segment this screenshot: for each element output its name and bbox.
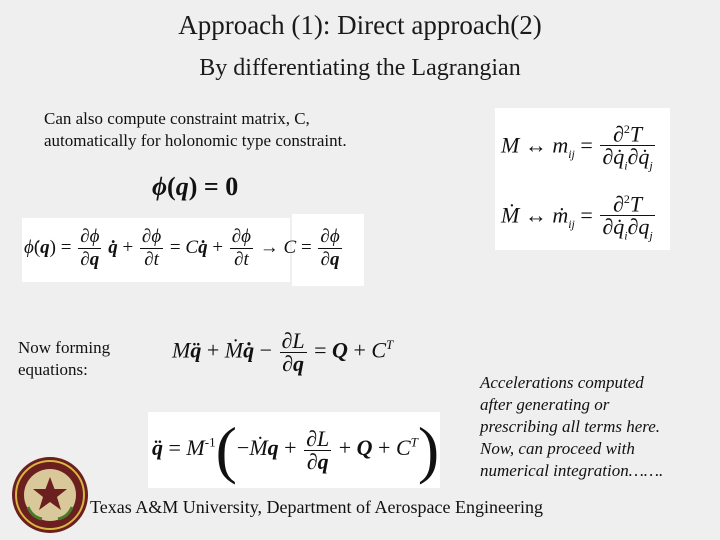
constraint-matrix-box <box>292 214 364 286</box>
forming-line: equations: <box>18 360 88 379</box>
intro-line: Can also compute constraint matrix, C, <box>44 109 310 128</box>
equation-of-motion: Mq̈ + Ṁq̇ − ∂L∂q = Q + CT <box>172 328 394 376</box>
slide-subtitle: By differentiating the Lagrangian <box>199 55 521 81</box>
mass-relation-bottom: Ṁ ↔ ṁij = ∂2T∂q̇i∂qj <box>501 188 657 247</box>
note-line: after generating or <box>480 395 610 414</box>
acceleration-equation: q̈ = M-1(−Ṁq + ∂L∂q + Q + CT) <box>152 414 440 485</box>
forming-text: Now forming equations: <box>18 337 148 381</box>
note-line: prescribing all terms here. <box>480 417 661 436</box>
intro-line: automatically for holonomic type constra… <box>44 131 347 150</box>
constraint-equation: ϕ(q) = 0 <box>152 172 239 201</box>
note-line: numerical integration……. <box>480 461 664 480</box>
acceleration-box: q̈ = M-1(−Ṁq + ∂L∂q + Q + CT) <box>148 412 440 488</box>
mass-relations-box: M ↔ mij = ∂2T∂q̇i∂q̇j Ṁ ↔ ṁij = ∂2T∂q̇… <box>495 108 670 250</box>
acceleration-note: Accelerations computed after generating … <box>480 372 712 482</box>
seal-icon <box>12 457 88 533</box>
note-line: Now, can proceed with <box>480 439 635 458</box>
constraint-derivative-box <box>22 218 290 282</box>
note-line: Accelerations computed <box>480 373 644 392</box>
constraint-derivative-equation: ϕ̇(q) = ∂ϕ∂q q̇ + ∂ϕ∂t = Cq̇ + ∂ϕ∂t → C … <box>24 226 342 270</box>
mass-relation-top: M ↔ mij = ∂2T∂q̇i∂q̇j <box>501 118 657 177</box>
intro-text: Can also compute constraint matrix, C, a… <box>44 108 424 152</box>
university-seal-logo <box>10 455 90 535</box>
forming-line: Now forming <box>18 338 111 357</box>
footer-text: Texas A&M University, Department of Aero… <box>90 497 543 517</box>
slide-title: Approach (1): Direct approach(2) <box>178 10 542 40</box>
